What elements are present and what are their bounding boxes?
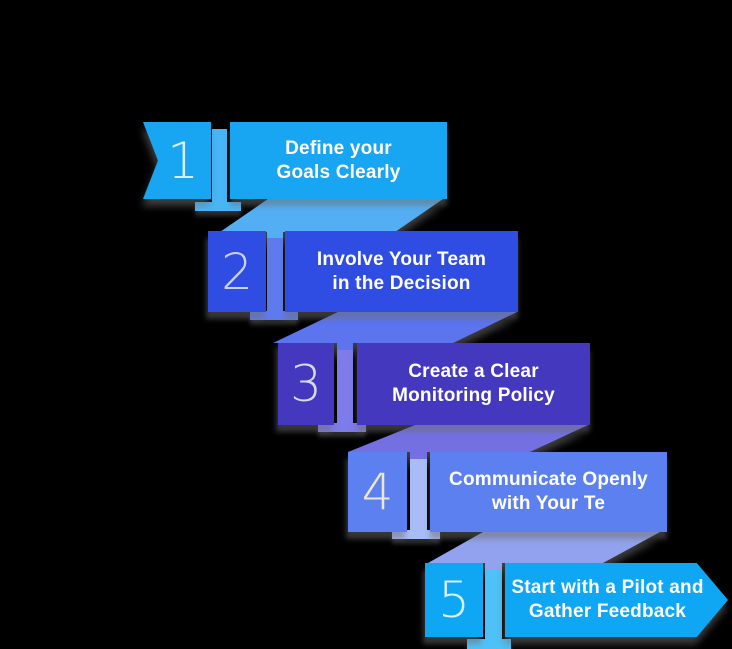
step-3-label: Create a Clear Monitoring Policy (392, 361, 555, 406)
fold-tab (337, 342, 353, 351)
step-3-banner: Create a Clear Monitoring Policy (357, 343, 590, 425)
step-2-number: 2 (221, 242, 253, 301)
step-4-banner: Communicate Openly with Your Te (430, 452, 667, 532)
step-5-connector-foot (467, 639, 511, 649)
step-3-connector-foot (318, 423, 366, 432)
fold-ribbon-4-5 (428, 532, 660, 571)
arrow-banner-shape: Start with a Pilot and Gather Feedback (505, 563, 728, 637)
fold-ribbon-2-3 (273, 312, 517, 351)
step-2-connector-bar (267, 238, 283, 319)
step-4-number: 4 (361, 463, 394, 521)
step-2-number-box: 2 (208, 231, 266, 312)
step-5-label: Start with a Pilot and Gather Feedback (511, 577, 704, 622)
step-4-number-box: 4 (348, 452, 407, 532)
step-1-number: 1 (167, 131, 199, 190)
fold-tab (485, 562, 502, 571)
step-3-number: 3 (290, 355, 322, 413)
fold-parallelogram (428, 532, 660, 563)
step-5-number: 5 (438, 571, 470, 629)
fold-parallelogram (220, 199, 443, 232)
step-4-connector-foot (392, 530, 440, 539)
step-5-connector-bar (485, 570, 502, 649)
step-5-banner: Start with a Pilot and Gather Feedback (505, 563, 728, 637)
step-1-connector-bar (212, 129, 227, 211)
step-4-connector-bar (410, 459, 427, 539)
step-3-number-box: 3 (278, 343, 334, 425)
step-3-connector-bar (337, 350, 353, 432)
fold-parallelogram (273, 312, 517, 343)
fold-tab (267, 231, 283, 240)
step-4-label: Communicate Openly with Your Te (449, 469, 648, 514)
fold-parallelogram (348, 425, 588, 452)
step-2-banner: Involve Your Team in the Decision (285, 231, 518, 312)
step-1-label: Define your Goals Clearly (276, 137, 401, 183)
fold-tab (410, 451, 427, 460)
flag-shape: 1 (143, 122, 211, 199)
step-5-number-box: 5 (425, 563, 483, 637)
step-2-label: Involve Your Team in the Decision (316, 248, 487, 294)
fold-ribbon-3-4 (348, 425, 588, 460)
step-1-connector-foot (195, 202, 241, 211)
step-1-banner: Define your Goals Clearly (230, 122, 447, 199)
step-1-number-flag: 1 (143, 122, 211, 199)
fold-ribbon-1-2 (220, 199, 443, 240)
step-2-connector-foot (250, 311, 298, 320)
